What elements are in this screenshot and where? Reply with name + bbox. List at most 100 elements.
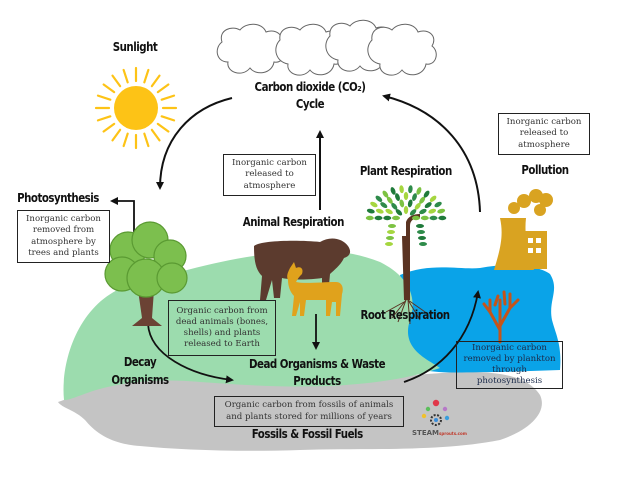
leaf xyxy=(399,199,405,208)
arrow-co2-to-photosynthesis xyxy=(156,97,233,190)
arrow-tree-to-dead-organisms xyxy=(147,323,234,384)
leaf xyxy=(414,202,421,210)
arrow-pollution-to-co2 xyxy=(382,93,481,213)
leaf xyxy=(419,242,427,246)
arrow-dead-to-water xyxy=(403,290,481,383)
leaf xyxy=(408,185,413,194)
leaf xyxy=(366,208,375,214)
sunlight-label: Sunlight xyxy=(112,39,158,54)
co2-clouds xyxy=(216,19,437,76)
plankton-info-box: Inorganic carbon removed by plankton thr… xyxy=(456,341,563,389)
sun-ray xyxy=(156,122,170,133)
leaf xyxy=(383,215,392,221)
dead-animals-info-text: Organic carbon from dead animals (bones,… xyxy=(175,305,269,350)
leaf xyxy=(388,224,396,228)
leaf xyxy=(386,236,394,240)
plankton-info-text: Inorganic carbon removed by plankton thr… xyxy=(463,342,556,387)
sun-ray xyxy=(160,94,176,101)
steam-logo-suffix: sprouts.com xyxy=(438,431,467,436)
sun-ray xyxy=(156,83,170,94)
sun-ray xyxy=(111,128,122,142)
plant-respiration-tree-icon xyxy=(365,185,447,325)
leaf xyxy=(392,215,400,221)
coral-icon xyxy=(482,290,520,344)
leaf xyxy=(365,215,374,221)
dead-animals-info-box: Organic carbon from dead animals (bones,… xyxy=(168,300,276,356)
leaf xyxy=(403,192,409,200)
photosynthesis-info-box: Inorganic carbon removed from atmosphere… xyxy=(17,210,110,263)
leaf xyxy=(419,208,427,215)
sun-ray xyxy=(122,68,129,84)
leaf xyxy=(412,215,420,221)
leaf xyxy=(407,199,413,208)
leaf xyxy=(417,230,425,234)
steam-logo-text: STEAMsprouts.com xyxy=(412,429,467,437)
decay-organisms-label-line2: Organisms xyxy=(111,372,169,387)
leaf xyxy=(438,215,447,221)
fossils-info-text: Organic carbon from fossils of animals a… xyxy=(224,400,394,422)
dead-organisms-label-line2: Products xyxy=(293,373,341,388)
plant-respiration-label: Plant Respiration xyxy=(359,163,452,178)
leaf xyxy=(387,230,395,234)
leaf xyxy=(374,215,383,221)
leaf xyxy=(429,215,438,221)
pollution-info-text: Inorganic carbon released to atmosphere xyxy=(506,117,582,150)
animal-respiration-info-box: Inorganic carbon released to atmosphere xyxy=(223,154,316,196)
sun-ray xyxy=(96,115,112,122)
root-respiration-label: Root Respiration xyxy=(360,307,450,322)
leaf xyxy=(424,202,432,209)
photosynthesis-label: Photosynthesis xyxy=(17,190,99,205)
leaf xyxy=(419,196,426,204)
leaf xyxy=(370,201,378,208)
fossils-info-box: Organic carbon from fossils of animals a… xyxy=(214,396,404,427)
photosynthesis-info-text: Inorganic carbon removed from atmosphere… xyxy=(26,214,101,258)
sun-ray xyxy=(150,74,161,88)
fossil-ground xyxy=(58,372,542,451)
factory-icon xyxy=(494,189,553,270)
pollution-label: Pollution xyxy=(521,162,569,177)
leaf xyxy=(403,206,409,214)
leaf xyxy=(375,208,384,214)
sun-ray xyxy=(143,68,150,84)
fossils-label: Fossils & Fossil Fuels xyxy=(251,426,363,441)
leaf xyxy=(386,196,393,204)
title-line1: Carbon dioxide (CO₂) xyxy=(254,79,366,94)
leaf xyxy=(423,190,430,198)
leaf xyxy=(382,190,389,198)
pollution-info-box: Inorganic carbon released to atmosphere xyxy=(498,113,590,155)
leaf xyxy=(399,185,404,194)
sun-ray xyxy=(150,128,161,142)
leaf xyxy=(434,201,442,208)
sun-ray xyxy=(143,132,150,148)
steam-logo-icon xyxy=(421,399,450,426)
sun-ray xyxy=(160,115,176,122)
leaf xyxy=(390,187,396,195)
leaf xyxy=(380,202,388,209)
leaf xyxy=(409,209,417,216)
tree-icon xyxy=(104,221,188,326)
leaf xyxy=(429,195,437,202)
decay-organisms-label-line1: Decay xyxy=(123,354,157,369)
steam-logo-main: STEAM xyxy=(412,429,439,437)
leaf xyxy=(375,195,383,202)
dead-organisms-label-line1: Dead Organisms & Waste xyxy=(248,356,386,371)
goat-icon xyxy=(287,262,343,316)
animal-respiration-info-text: Inorganic carbon released to atmosphere xyxy=(232,158,307,191)
leaf xyxy=(385,242,393,246)
leaf xyxy=(420,215,429,221)
leaf xyxy=(412,193,417,201)
sun-ray xyxy=(111,74,122,88)
leaf xyxy=(437,208,446,214)
leaf xyxy=(428,208,437,214)
arrow-tree-to-photosynthesis-label xyxy=(110,197,135,232)
leaf xyxy=(416,187,422,195)
leaf xyxy=(385,208,393,215)
leaf xyxy=(395,209,403,216)
sun-ray xyxy=(102,122,116,133)
leaf xyxy=(391,202,398,210)
water xyxy=(400,265,561,373)
sun-ray xyxy=(102,83,116,94)
sun-icon xyxy=(94,66,178,150)
title-line2: Cycle xyxy=(295,96,325,111)
